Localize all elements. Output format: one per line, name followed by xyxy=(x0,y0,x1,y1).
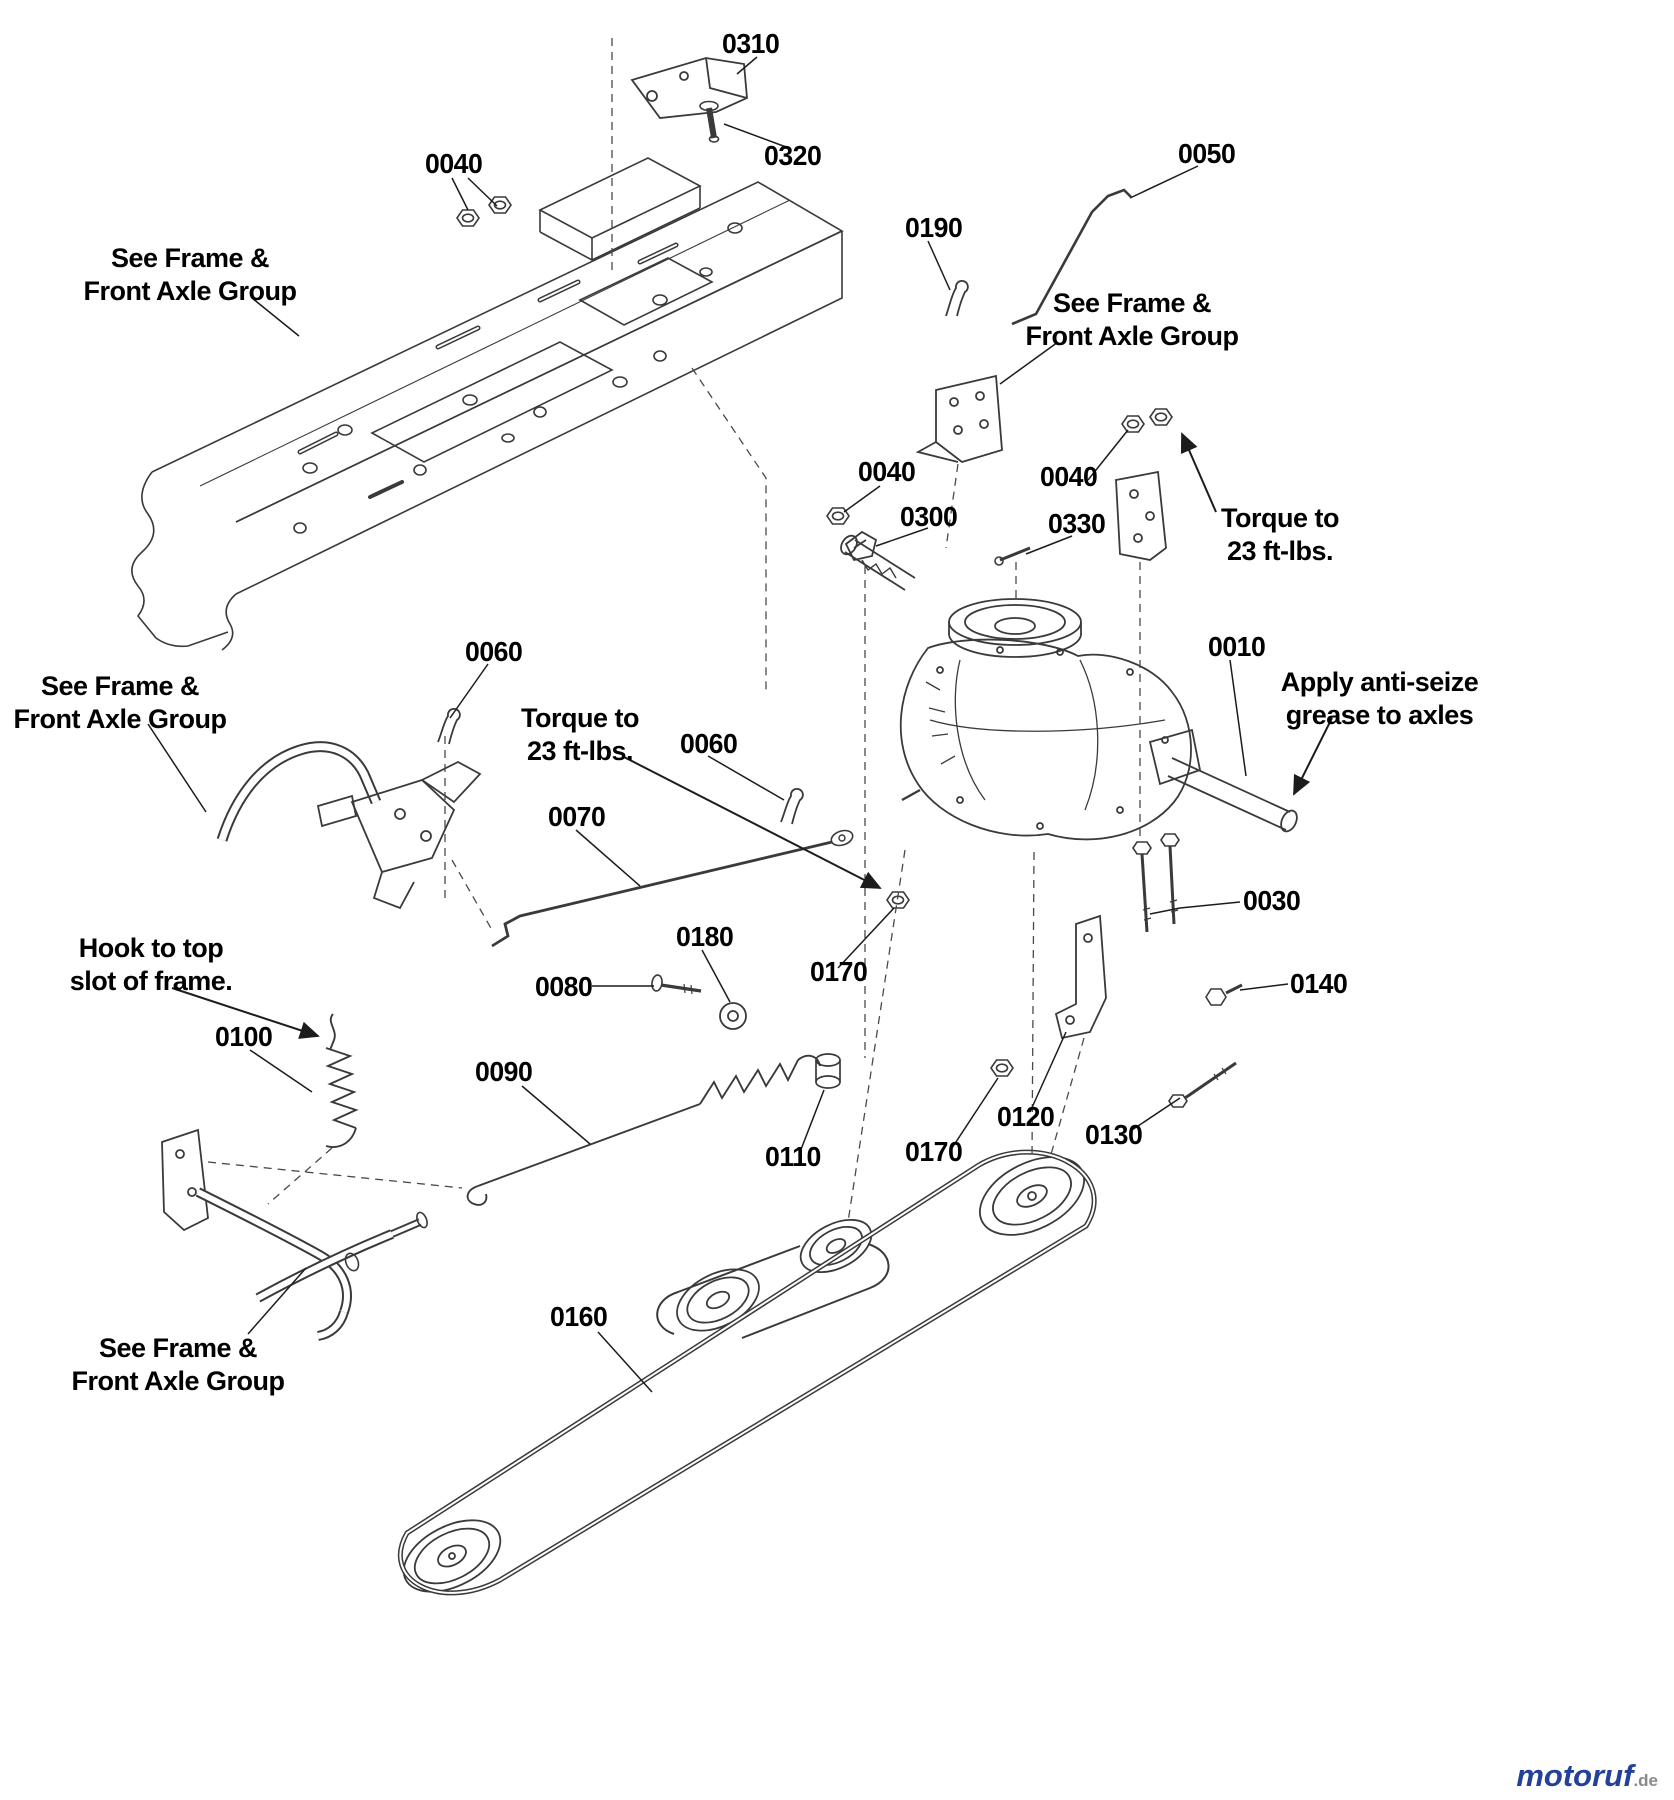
note-torque-center: Torque to 23 ft-lbs. xyxy=(521,703,639,766)
note-see-frame-mid-left: See Frame & Front Axle Group xyxy=(13,671,228,734)
washer-0180-drawing xyxy=(719,1002,747,1030)
part-label-0320: 0320 xyxy=(764,140,822,171)
leader-lines xyxy=(147,56,1289,1393)
part-label-0040-center: 0040 xyxy=(858,456,916,487)
belt-pulleys-drawing xyxy=(398,1149,1097,1596)
note-see-frame-top-left: See Frame & Front Axle Group xyxy=(83,243,298,306)
note-torque-right: Torque to 23 ft-lbs. xyxy=(1221,503,1339,566)
rod-0050-drawing xyxy=(1011,188,1132,326)
belt-loop xyxy=(398,1149,1097,1596)
part-label-0110: 0110 xyxy=(765,1141,821,1172)
bolt-0130-drawing xyxy=(1168,1061,1237,1108)
part-label-0330: 0330 xyxy=(1048,508,1106,539)
nut-0040-center-drawing xyxy=(826,507,850,525)
part-label-0090: 0090 xyxy=(475,1056,533,1087)
watermark-brand-text: motoruf xyxy=(1516,1758,1634,1793)
mount-bracket-right-drawing xyxy=(915,374,1003,463)
part-label-0040-top: 0040 xyxy=(425,148,483,179)
pedal-assembly-drawing xyxy=(216,741,482,910)
spacer-0110-drawing xyxy=(815,1053,841,1089)
part-label-0160: 0160 xyxy=(550,1301,608,1332)
part-label-0070: 0070 xyxy=(548,801,606,832)
pin-0330-drawing xyxy=(994,546,1031,566)
part-label-0130: 0130 xyxy=(1085,1119,1143,1150)
l-bracket-right-drawing xyxy=(1115,470,1167,561)
part-label-0030: 0030 xyxy=(1243,885,1301,916)
part-label-0170-lower: 0170 xyxy=(905,1136,963,1167)
bolts-0030-drawing xyxy=(1132,833,1180,933)
part-label-0060-lower: 0060 xyxy=(680,728,738,759)
dashed-alignment-lines xyxy=(207,38,1141,1223)
cotter-pin-0060-lower-drawing xyxy=(780,787,804,825)
watermark-motoruf[interactable]: motoruf.de xyxy=(1516,1758,1658,1794)
nut-0170-lower-drawing xyxy=(990,1059,1014,1077)
note-see-frame-bottom-left: See Frame & Front Axle Group xyxy=(71,1333,286,1396)
nuts-0040-right-drawing xyxy=(1121,408,1173,433)
part-label-0080: 0080 xyxy=(535,971,593,1002)
annotation-arrows xyxy=(171,432,1333,1039)
part-label-0300: 0300 xyxy=(900,501,958,532)
part-label-0050: 0050 xyxy=(1178,138,1236,169)
note-anti-seize: Apply anti-seize grease to axles xyxy=(1280,667,1479,730)
frame-drawing xyxy=(131,157,844,651)
transaxle-drawing xyxy=(840,534,1298,841)
pulley-top-right xyxy=(979,1156,1085,1236)
cotter-pin-0060-upper-drawing xyxy=(437,707,461,745)
part-label-0170-upper: 0170 xyxy=(810,956,868,987)
spring-0100-drawing xyxy=(325,1013,359,1148)
note-see-frame-right: See Frame & Front Axle Group xyxy=(1025,288,1240,351)
part-label-0010: 0010 xyxy=(1208,631,1266,662)
cotter-pin-0190-drawing xyxy=(945,279,969,317)
bolt-0140-drawing xyxy=(1205,983,1243,1006)
nuts-0040-top-drawing xyxy=(456,196,512,227)
hitch-assembly-drawing xyxy=(161,1128,428,1341)
pulley-idler xyxy=(799,1218,873,1274)
part-label-0060-upper: 0060 xyxy=(465,636,523,667)
spring-0090-drawing xyxy=(466,1054,821,1206)
note-hook-to-slot: Hook to top slot of frame. xyxy=(69,933,233,996)
part-label-0120: 0120 xyxy=(997,1101,1055,1132)
pin-0320-drawing xyxy=(699,100,720,143)
part-label-0180: 0180 xyxy=(676,921,734,952)
part-label-0100: 0100 xyxy=(215,1021,273,1052)
part-label-0040-right: 0040 xyxy=(1040,461,1098,492)
rod-0070-drawing xyxy=(491,829,854,948)
part-label-0140: 0140 xyxy=(1290,968,1348,999)
pulley-bottom-left xyxy=(402,1519,502,1593)
part-label-0190: 0190 xyxy=(905,212,963,243)
bracket-0120-drawing xyxy=(1054,914,1107,1040)
bolt-0080-drawing xyxy=(651,974,702,995)
part-label-0310: 0310 xyxy=(722,28,780,59)
watermark-suffix-text: .de xyxy=(1633,1771,1658,1790)
bracket-0310-drawing xyxy=(630,57,748,119)
